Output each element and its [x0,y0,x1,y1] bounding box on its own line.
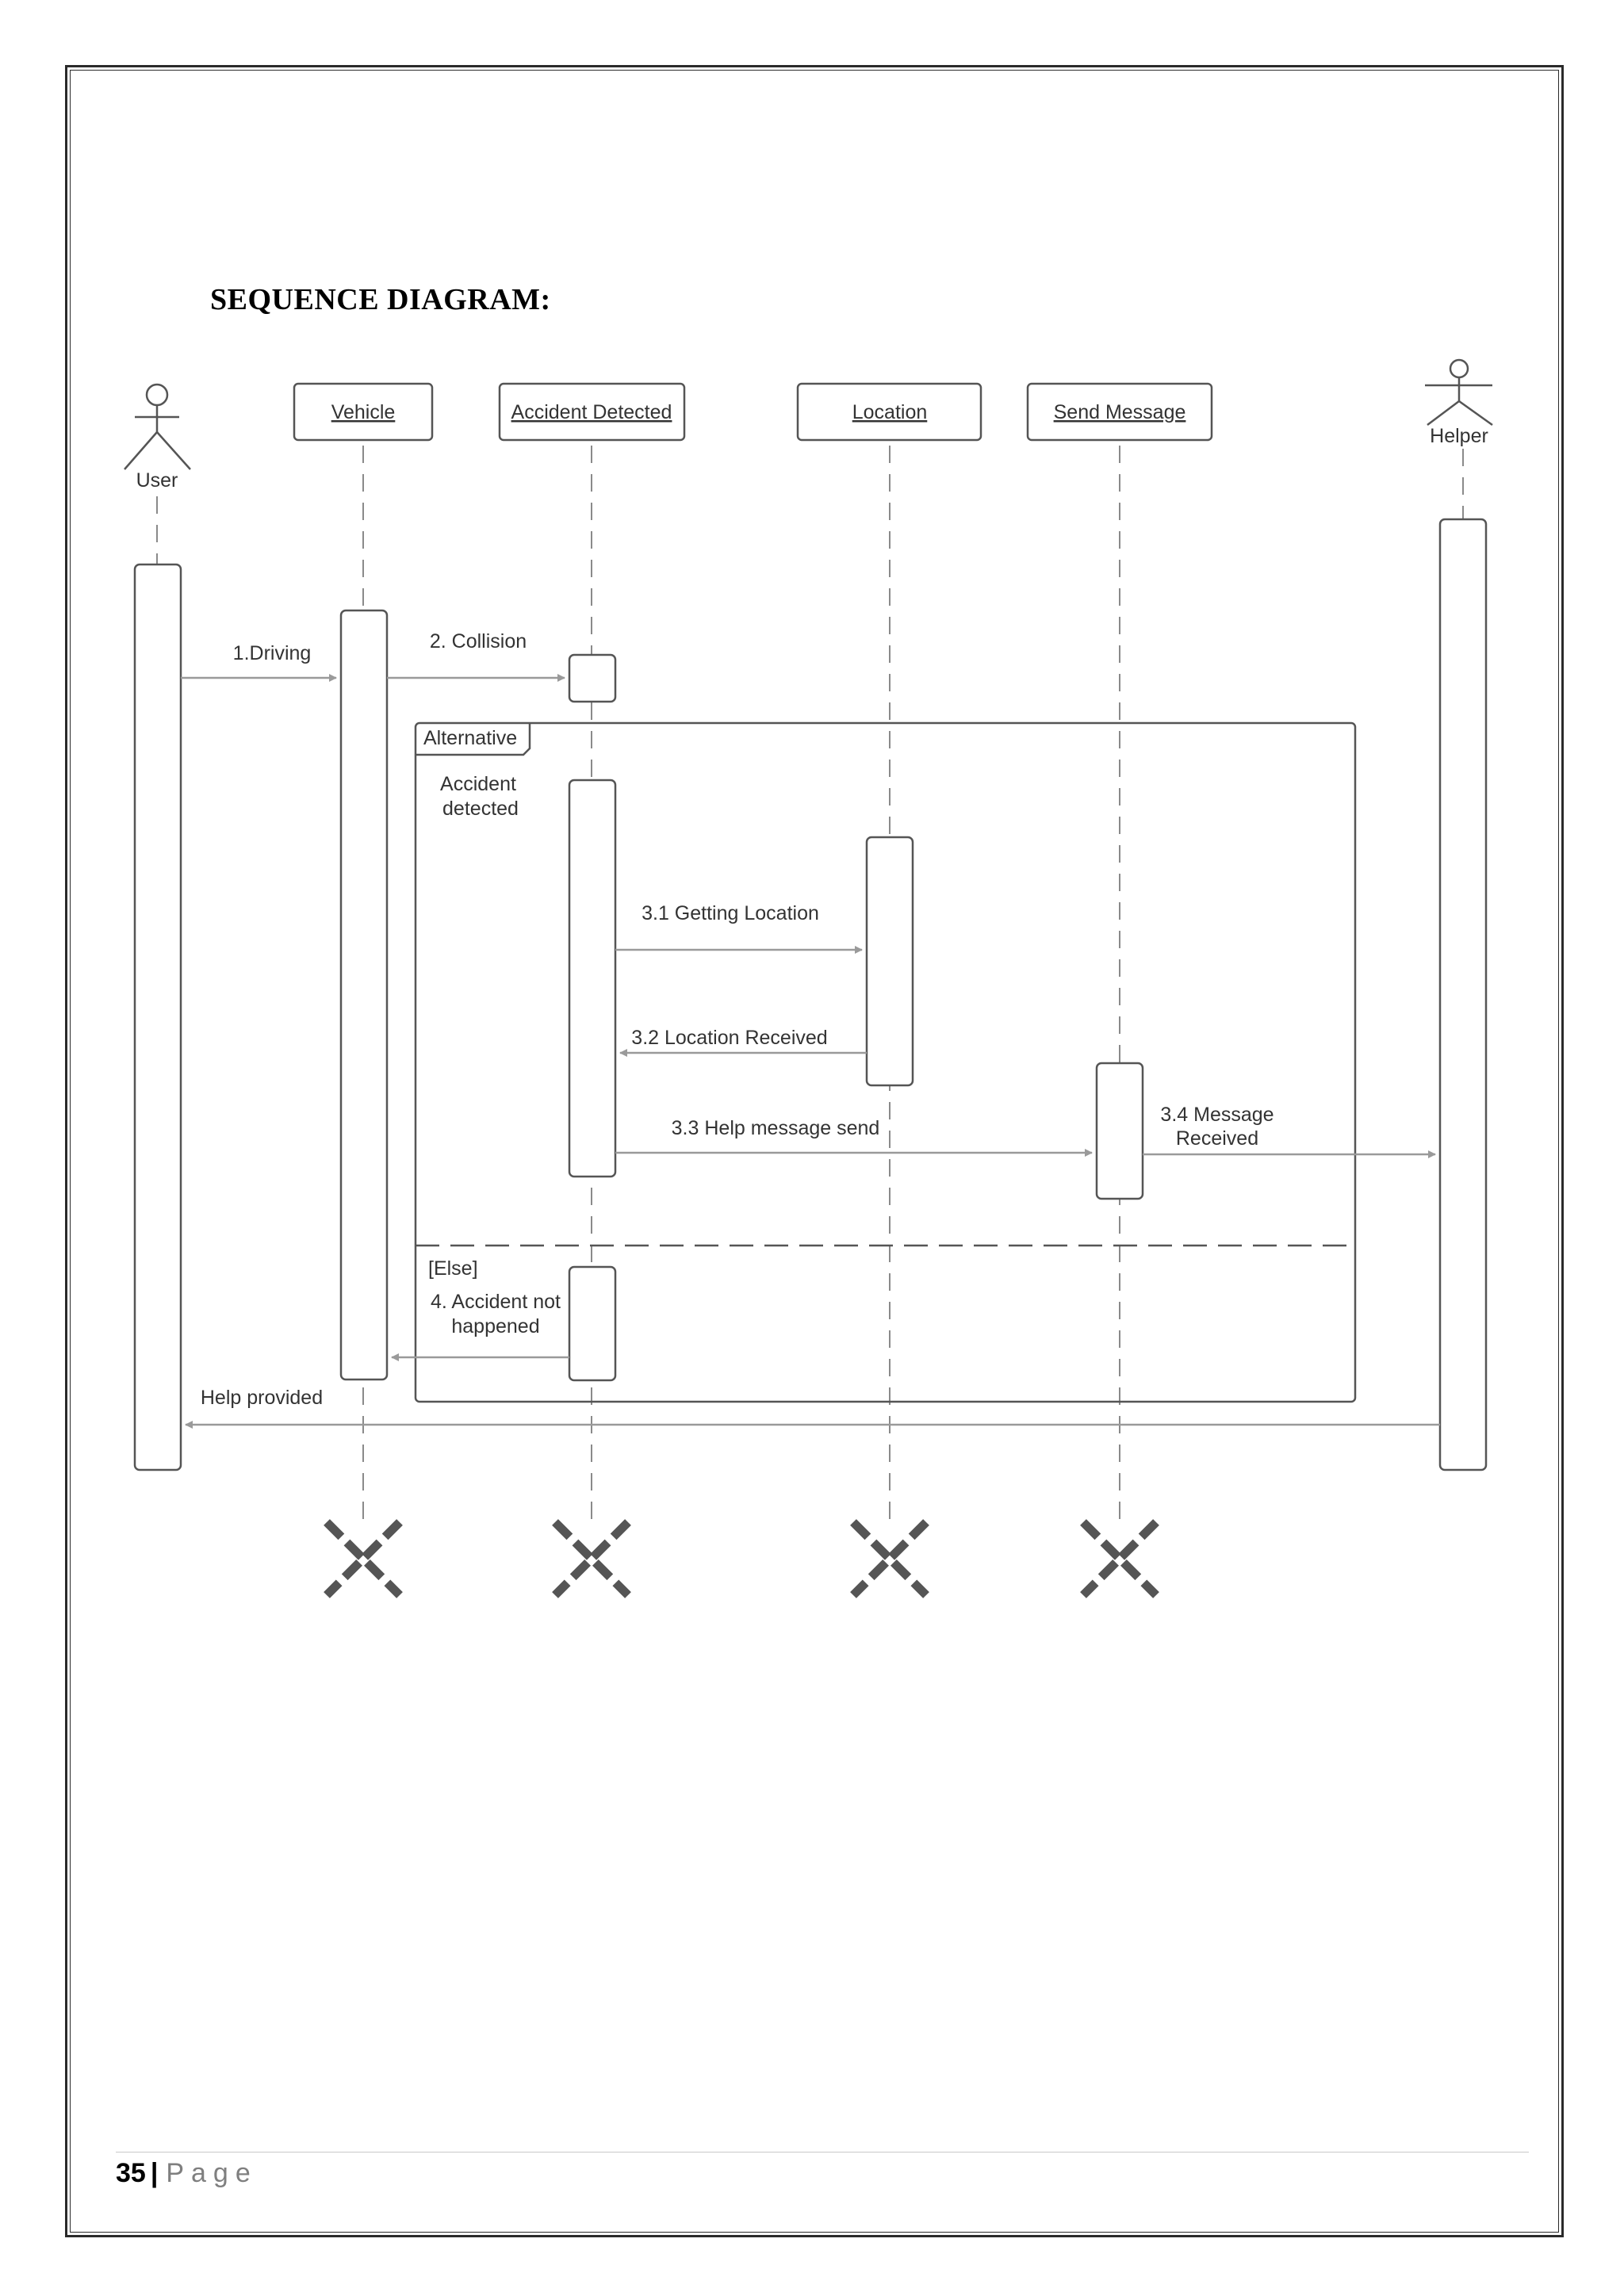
message-label-help-provided: Help provided [201,1387,323,1409]
message-label-accident-not-happened-line2: happened [451,1315,539,1337]
actor-helper: Helper [1425,358,1493,447]
lifeline-send-message-label: Send Message [1054,401,1186,423]
actor-user: User [124,383,191,492]
activation-accident-alt [568,779,617,1178]
message-label-accident-not-happened-line1: 4. Accident not [431,1291,561,1313]
activation-vehicle [339,609,389,1381]
alt-guard-line1: Accident [440,773,516,795]
activation-send-message [1095,1062,1144,1200]
destroy-send-message-icon [1080,1519,1159,1598]
activation-location [865,836,914,1087]
destroy-vehicle-icon [324,1519,403,1598]
alt-fragment: Alternative Accident detected [Else] [414,721,1357,1403]
lifeline-accident-detected-header: Accident Detected [498,382,686,442]
alt-guard-line2: detected [442,798,519,820]
activation-accident-else [568,1265,617,1382]
page-border-outer [65,65,1564,2237]
message-label-collision: 2. Collision [430,630,527,652]
lifeline-vehicle-label: Vehicle [331,401,396,423]
activation-accident-collision [568,653,617,703]
lifeline-accident-detected-label: Accident Detected [511,401,672,423]
message-label-location-received: 3.2 Location Received [631,1027,827,1049]
alt-else-label: [Else] [428,1257,478,1280]
lifeline-vehicle-header: Vehicle [293,382,434,442]
message-label-driving: 1.Driving [233,642,312,664]
activation-helper [1438,518,1488,1471]
message-label-help-message-send: 3.3 Help message send [672,1117,880,1139]
lifeline-send-message-header: Send Message [1026,382,1213,442]
lifeline-location-label: Location [852,401,928,423]
message-label-message-received-line2: Received [1176,1127,1258,1150]
activation-user [133,563,182,1471]
page-footer: 35|Page [116,2158,258,2189]
actor-helper-label: Helper [1430,425,1488,447]
alt-fragment-label: Alternative [423,727,517,749]
page-heading: SEQUENCE DIAGRAM: [210,283,551,316]
page-border-inner [70,70,1559,2233]
lifeline-location-header: Location [796,382,982,442]
message-label-message-received-line1: 3.4 Message [1160,1104,1274,1126]
actor-user-label: User [136,469,178,492]
page-number: 35 [116,2158,146,2188]
destroy-accident-detected-icon [552,1519,631,1598]
footer-separator: | [150,2158,159,2188]
user-stick-figure-icon [124,383,191,470]
message-label-getting-location: 3.1 Getting Location [642,902,819,924]
helper-stick-figure-icon [1425,358,1493,427]
page-word: Page [166,2158,258,2188]
destroy-location-icon [850,1519,929,1598]
